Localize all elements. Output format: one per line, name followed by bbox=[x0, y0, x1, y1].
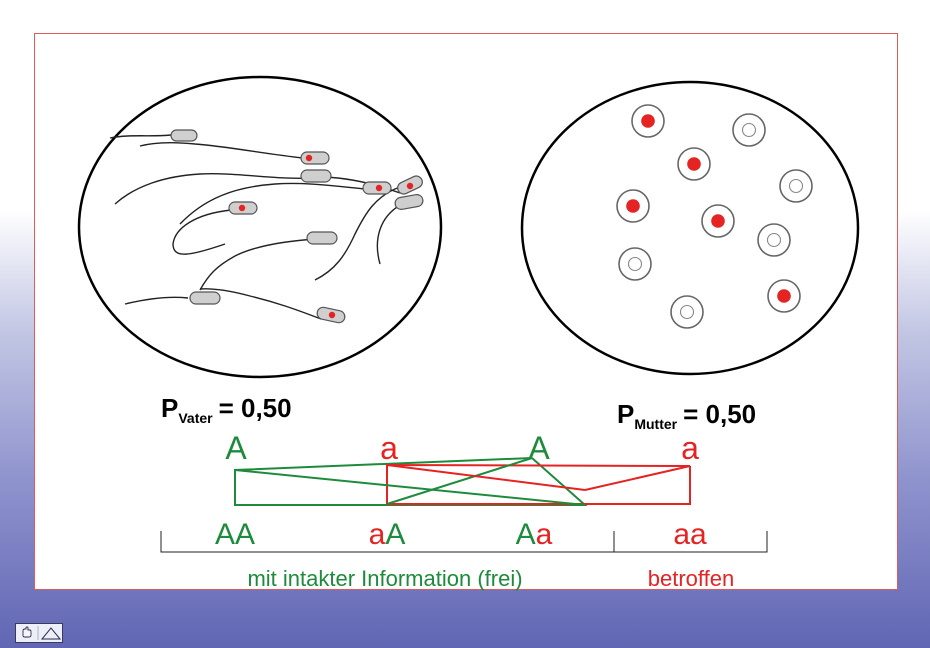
genotype-AA: AA bbox=[215, 518, 255, 551]
affected-group-label: betroffen bbox=[648, 566, 734, 591]
free-group-label: mit intakter Information (frei) bbox=[247, 566, 522, 591]
sperm-head bbox=[306, 231, 338, 245]
egg-nuclei-empty bbox=[627, 122, 804, 320]
genotype-aA: aA bbox=[369, 518, 406, 551]
triangle-up-icon[interactable] bbox=[40, 627, 62, 640]
egg-cell bbox=[631, 104, 665, 138]
allele-vater-2: a bbox=[380, 430, 398, 466]
slide-frame: PVater= 0,50 PMutter= 0,50 A a A a AA aA… bbox=[34, 33, 898, 591]
egg-cell bbox=[732, 113, 766, 147]
sperm-tails bbox=[109, 134, 403, 320]
crossing-lines bbox=[234, 457, 691, 506]
egg-cell bbox=[701, 204, 735, 238]
p-vater-sub: Vater bbox=[178, 410, 213, 426]
p-mutter-sub: Mutter bbox=[634, 416, 677, 432]
slide-navigation[interactable] bbox=[15, 623, 63, 643]
genotype-aa: aa bbox=[673, 518, 707, 551]
mutter-circle bbox=[520, 80, 860, 376]
egg-cell bbox=[779, 169, 813, 203]
sperm-head bbox=[394, 194, 424, 210]
vater-circle bbox=[77, 75, 443, 379]
egg-cell bbox=[616, 189, 650, 223]
p-vater-main: P bbox=[161, 393, 178, 423]
egg-cell bbox=[677, 147, 711, 181]
p-vater-value: = 0,50 bbox=[219, 393, 292, 423]
p-mutter-main: P bbox=[617, 399, 634, 429]
egg-cell bbox=[767, 279, 801, 313]
egg-red-markers bbox=[626, 114, 791, 303]
egg-cell bbox=[618, 247, 652, 281]
allele-mutter-2: a bbox=[681, 430, 699, 466]
egg-cell bbox=[757, 223, 791, 257]
p-vater-label: PVater = 0,50 bbox=[161, 393, 292, 426]
green-cross-lines bbox=[234, 457, 588, 506]
sperm-head bbox=[189, 291, 221, 305]
allele-mutter-1: A bbox=[528, 430, 550, 466]
allele-vater-1: A bbox=[225, 430, 247, 466]
sperm-heads bbox=[170, 129, 424, 324]
inheritance-diagram: PVater= 0,50 PMutter= 0,50 A a A a AA aA… bbox=[77, 75, 860, 591]
egg-cells bbox=[616, 104, 813, 329]
nav-icons bbox=[18, 626, 62, 640]
sperm-head bbox=[300, 151, 330, 165]
p-mutter-value: = 0,50 bbox=[683, 399, 756, 429]
group-bracket bbox=[160, 531, 768, 553]
genotype-Aa: Aa bbox=[516, 518, 553, 551]
p-mutter-label: PMutter = 0,50 bbox=[617, 399, 756, 432]
mutter-pool bbox=[520, 80, 860, 376]
hand-pointer-icon[interactable] bbox=[18, 626, 36, 640]
sperm-head bbox=[170, 129, 198, 142]
vater-pool bbox=[77, 75, 443, 379]
egg-cell bbox=[670, 295, 704, 329]
sperm-head bbox=[300, 169, 332, 183]
sperm-red-markers bbox=[238, 154, 414, 319]
